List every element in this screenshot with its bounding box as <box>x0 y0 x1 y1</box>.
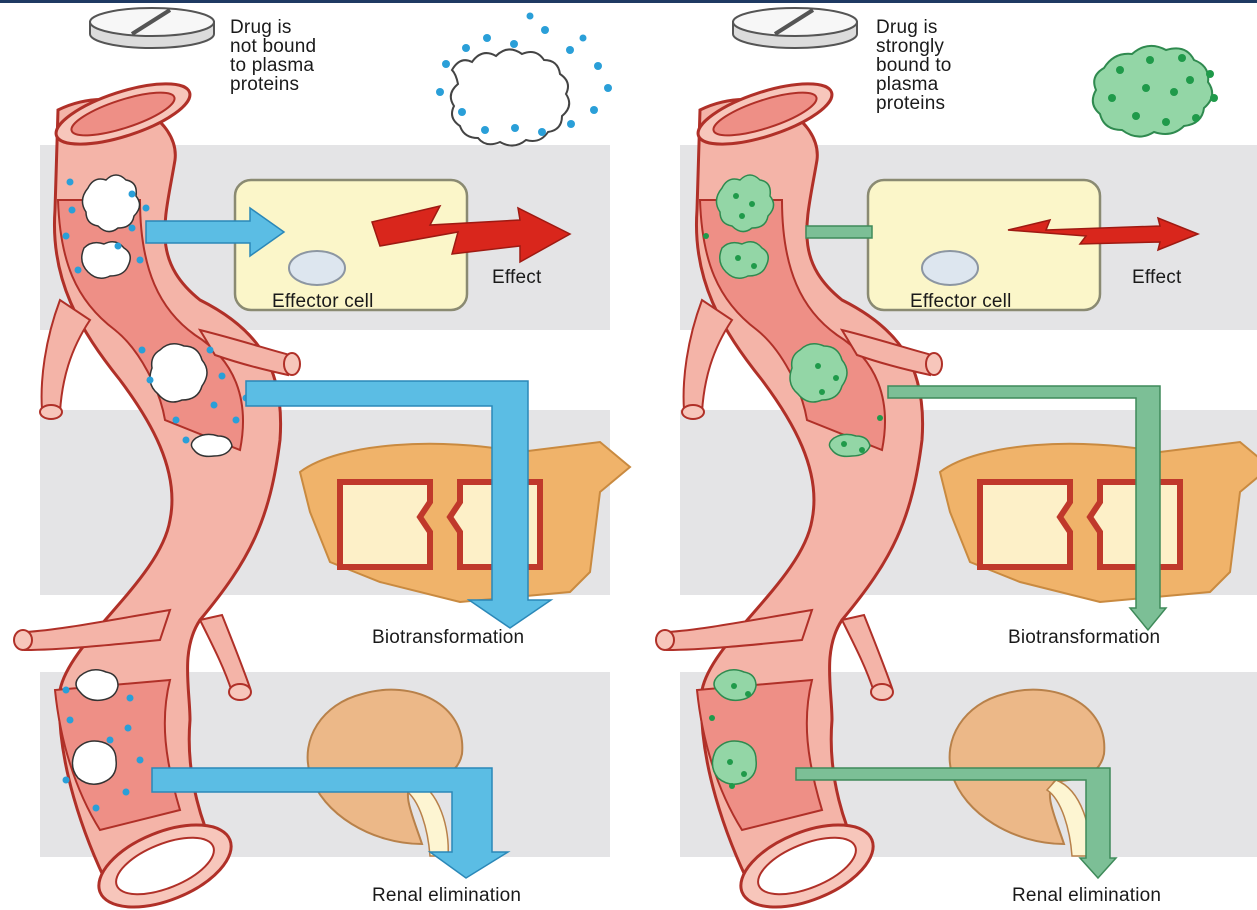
effector-cell-label: Effector cell <box>272 292 374 311</box>
free-drug-icon <box>436 13 612 146</box>
pill-icon <box>733 8 857 48</box>
effect-label: Effect <box>492 268 541 287</box>
drug-not-bound-label: Drug is not bound to plasma proteins <box>230 18 316 94</box>
left-panel <box>14 8 630 910</box>
effector-cell-label: Effector cell <box>910 292 1012 311</box>
biotransformation-label: Biotransformation <box>372 628 524 647</box>
renal-elimination-label: Renal elimination <box>1012 886 1161 905</box>
biotransformation-label: Biotransformation <box>1008 628 1160 647</box>
right-panel <box>656 8 1257 910</box>
effect-label: Effect <box>1132 268 1181 287</box>
drug-strongly-bound-label: Drug is strongly bound to plasma protein… <box>876 18 952 113</box>
entry-arrow <box>806 226 872 238</box>
pill-icon <box>90 8 214 48</box>
bound-protein-icon <box>1093 46 1218 137</box>
renal-elimination-label: Renal elimination <box>372 886 521 905</box>
